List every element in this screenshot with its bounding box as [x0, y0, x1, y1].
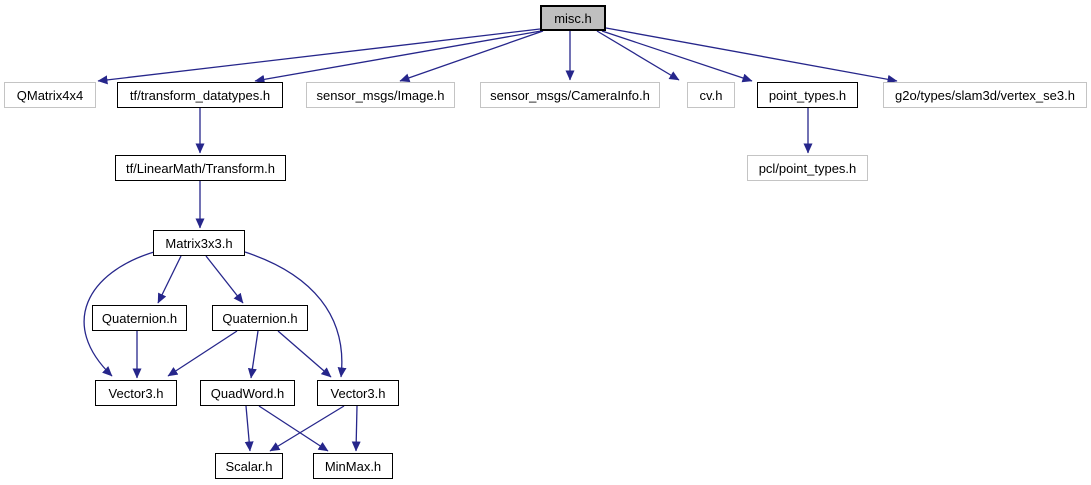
edge-misc-h-to-sensor-msgs-image-h: [399, 30, 544, 83]
node-label: Scalar.h: [225, 458, 273, 474]
node-label: tf/LinearMath/Transform.h: [125, 160, 276, 176]
edge-vector3-h-right-to-minmax-h: [351, 405, 361, 452]
edge-quaternion-h-right-to-vector3-h-left: [167, 330, 238, 377]
edge-misc-h-to-cv-h: [596, 30, 680, 81]
node-label: QuadWord.h: [210, 385, 285, 401]
node-label: MinMax.h: [324, 458, 382, 474]
node-label: Vector3.h: [330, 385, 386, 401]
edge-matrix3x3-h-to-vector3-h-right: [244, 251, 347, 378]
node-sensor-msgs-image-h: sensor_msgs/Image.h: [306, 82, 455, 108]
node-scalar-h[interactable]: Scalar.h: [215, 453, 283, 479]
node-label: point_types.h: [768, 87, 847, 103]
edge-matrix3x3-h-to-quaternion-h-left: [157, 255, 182, 304]
node-label: tf/transform_datatypes.h: [129, 87, 271, 103]
edge-misc-h-to-g2o-vertex-se3-h: [605, 27, 898, 84]
node-quaternion-h-left[interactable]: Quaternion.h: [92, 305, 187, 331]
edge-vector3-h-right-to-scalar-h: [269, 405, 345, 452]
node-point-types-h[interactable]: point_types.h: [757, 82, 858, 108]
node-label: pcl/point_types.h: [758, 160, 857, 176]
node-label: sensor_msgs/CameraInfo.h: [490, 87, 650, 103]
node-vector3-h-left[interactable]: Vector3.h: [95, 380, 177, 406]
node-label: Vector3.h: [108, 385, 164, 401]
node-sensor-msgs-camerainfo-h: sensor_msgs/CameraInfo.h: [480, 82, 660, 108]
edge-quaternion-h-right-to-vector3-h-right: [277, 330, 332, 378]
node-label: cv.h: [699, 87, 723, 103]
node-g2o-vertex-se3-h: g2o/types/slam3d/vertex_se3.h: [883, 82, 1087, 108]
edge-matrix3x3-h-to-vector3-h-left: [83, 251, 155, 377]
node-matrix3x3-h[interactable]: Matrix3x3.h: [153, 230, 245, 256]
edge-misc-h-to-point-types-h: [601, 30, 753, 83]
edge-misc-h-to-qmatrix4x4: [97, 28, 541, 85]
node-label: misc.h: [554, 10, 592, 26]
edge-quadword-h-to-scalar-h: [244, 405, 254, 452]
node-label: g2o/types/slam3d/vertex_se3.h: [895, 87, 1075, 103]
node-qmatrix4x4: QMatrix4x4: [4, 82, 96, 108]
node-cv-h: cv.h: [687, 82, 735, 108]
edge-quaternion-h-right-to-quadword-h: [247, 330, 259, 379]
node-misc-h: misc.h: [540, 5, 606, 31]
edge-matrix3x3-h-to-quaternion-h-right: [205, 255, 244, 304]
node-label: Matrix3x3.h: [165, 235, 233, 251]
node-quaternion-h-right[interactable]: Quaternion.h: [212, 305, 308, 331]
node-tf-transform-datatypes-h[interactable]: tf/transform_datatypes.h: [117, 82, 283, 108]
node-label: sensor_msgs/Image.h: [316, 87, 445, 103]
node-minmax-h[interactable]: MinMax.h: [313, 453, 393, 479]
node-pcl-point-types-h: pcl/point_types.h: [747, 155, 868, 181]
node-label: Quaternion.h: [101, 310, 178, 326]
edge-misc-h-to-tf-transform-datatypes-h: [254, 30, 542, 84]
node-quadword-h[interactable]: QuadWord.h: [200, 380, 295, 406]
edge-quadword-h-to-minmax-h: [258, 405, 329, 452]
node-tf-linearmath-transform-h[interactable]: tf/LinearMath/Transform.h: [115, 155, 286, 181]
node-label: QMatrix4x4: [16, 87, 84, 103]
node-vector3-h-right[interactable]: Vector3.h: [317, 380, 399, 406]
node-label: Quaternion.h: [222, 310, 298, 326]
